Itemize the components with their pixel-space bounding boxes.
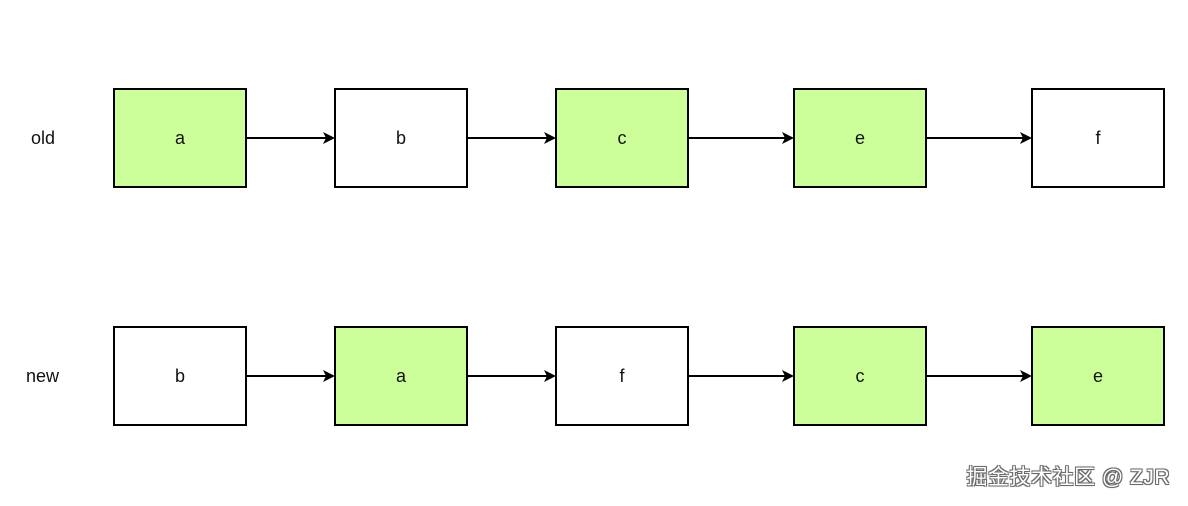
list-node-new-0: b [113,326,247,426]
list-node-new-4: e [1031,326,1165,426]
list-node-new-1: a [334,326,468,426]
list-node-old-0: a [113,88,247,188]
row-label-old: old [31,128,56,148]
list-node-old-3: e [793,88,927,188]
list-node-old-4: f [1031,88,1165,188]
list-node-old-1: b [334,88,468,188]
row-label-new: new [26,366,60,386]
list-node-new-3: c [793,326,927,426]
watermark: 掘金技术社区 @ ZJR [966,466,1170,489]
list-node-old-2: c [555,88,689,188]
list-node-new-2: f [555,326,689,426]
